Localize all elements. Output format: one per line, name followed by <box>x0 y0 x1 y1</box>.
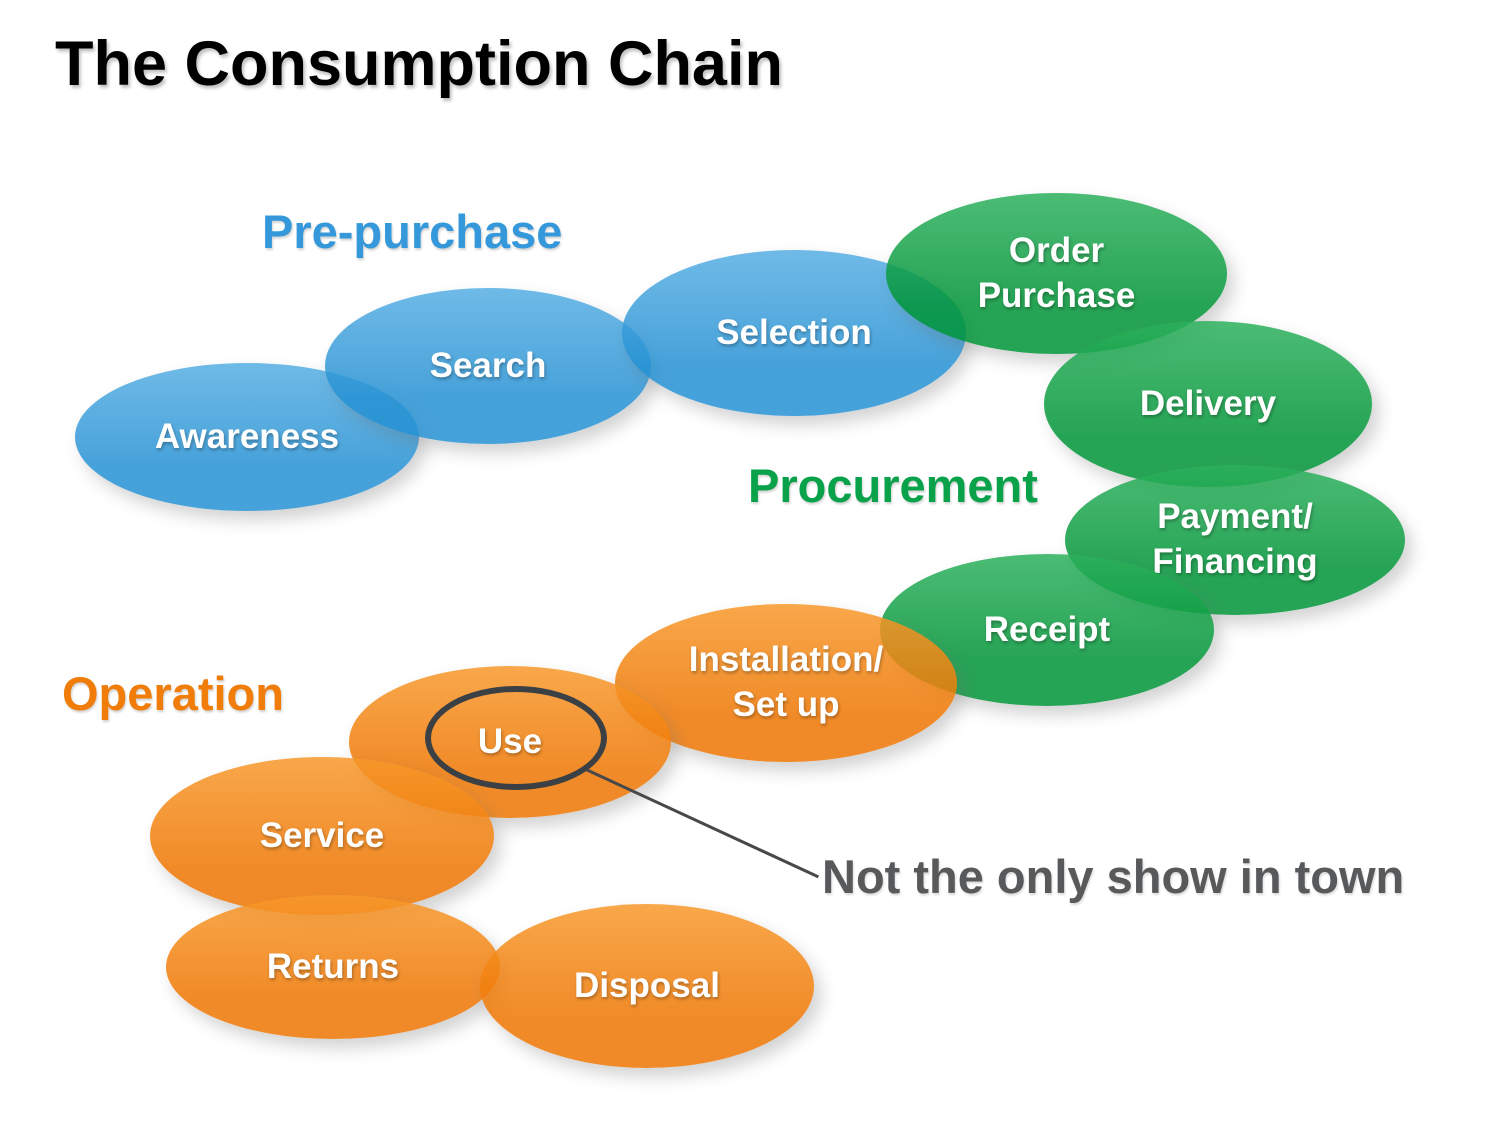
stage-label: Awareness <box>154 416 340 456</box>
stage-label: Disposal <box>574 965 720 1005</box>
stage-installation-setup: Installation/ Set up <box>615 604 957 762</box>
stage-disposal: Disposal <box>480 904 814 1068</box>
stage-service: Service <box>150 757 494 915</box>
stage-label: Order Purchase <box>977 230 1136 315</box>
annotation-pointer-line <box>585 768 820 879</box>
annotation-text: Not the only show in town <box>822 850 1405 903</box>
group-label-procurement: Procurement <box>748 459 1038 512</box>
stage-search: Search <box>325 288 651 444</box>
stage-returns: Returns <box>166 895 500 1039</box>
page-title: The Consumption Chain <box>55 29 783 99</box>
stage-label: Receipt <box>983 609 1111 649</box>
stage-label: Returns <box>266 946 400 986</box>
stage-label: Search <box>429 345 547 385</box>
use-highlight-ring <box>425 686 607 790</box>
group-label-pre-purchase: Pre-purchase <box>262 205 563 258</box>
stage-label: Delivery <box>1139 383 1277 423</box>
stage-delivery: Delivery <box>1044 321 1372 487</box>
group-label-operation: Operation <box>62 667 284 720</box>
stage-label: Selection <box>716 312 872 352</box>
stage-label: Service <box>259 815 385 855</box>
stage-label: Installation/ Set up <box>688 640 884 724</box>
stage-label: Payment/ Financing <box>1152 497 1318 581</box>
